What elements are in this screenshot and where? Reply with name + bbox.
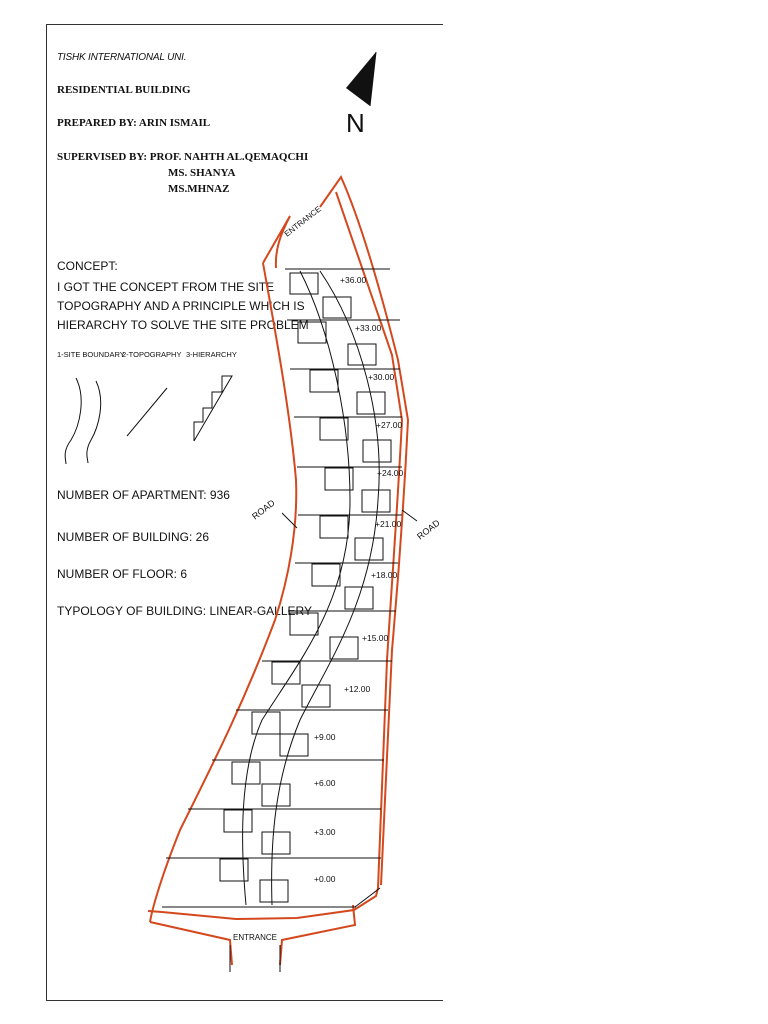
drawing-sheet xyxy=(46,24,443,1001)
entrance-top-label: ENTRANCE xyxy=(283,204,323,238)
site-boundary-symbol xyxy=(64,377,102,465)
level-labels: +36.00 +33.00 +30.00 +27.00 +24.00 +21.0… xyxy=(314,275,404,884)
site-boundary xyxy=(147,174,410,966)
road-marker-right xyxy=(401,509,418,522)
level-label: +6.00 xyxy=(314,778,336,788)
legend-hierarchy: 3-HIERARCHY xyxy=(186,350,237,359)
level-label: +0.00 xyxy=(314,874,336,884)
legend-topography: 2-TOPOGRAPHY xyxy=(122,350,182,359)
legend-site-boundary: 1-SITE BOUNDARY xyxy=(57,350,125,359)
road-left-label: ROAD xyxy=(250,497,277,521)
topography-curves xyxy=(242,270,380,906)
level-label: +12.00 xyxy=(344,684,371,694)
stat-buildings: NUMBER OF BUILDING: 26 xyxy=(57,530,210,544)
concept-heading: CONCEPT: xyxy=(57,259,118,273)
stat-floors: NUMBER OF FLOOR: 6 xyxy=(57,567,188,581)
north-label: N xyxy=(346,108,365,138)
level-label: +36.00 xyxy=(340,275,367,285)
level-label: +27.00 xyxy=(376,420,403,430)
university-name: TISHK INTERNATIONAL UNI. xyxy=(57,52,187,63)
entrance-markers xyxy=(229,887,381,972)
concept-line: TOPOGRAPHY AND A PRINCIPLE WHICH IS xyxy=(57,299,305,313)
prepared-by: PREPARED BY: ARIN ISMAIL xyxy=(57,117,211,129)
entrance-bottom-label: ENTRANCE xyxy=(233,933,277,942)
supervisor-3: MS.MHNAZ xyxy=(168,183,230,195)
supervised-by: SUPERVISED BY: PROF. NAHTH AL.QEMAQCHI xyxy=(57,151,309,163)
level-label: +24.00 xyxy=(377,468,404,478)
supervisor-2: MS. SHANYA xyxy=(168,167,236,179)
topography-symbol xyxy=(126,387,168,437)
level-label: +18.00 xyxy=(371,570,398,580)
road-marker-left xyxy=(281,512,298,529)
hierarchy-symbol xyxy=(193,375,233,442)
level-label: +21.00 xyxy=(375,519,402,529)
level-label: +3.00 xyxy=(314,827,336,837)
stat-apartments: NUMBER OF APARTMENT: 936 xyxy=(57,488,230,502)
level-label: +33.00 xyxy=(355,323,382,333)
stat-typology: TYPOLOGY OF BUILDING: LINEAR-GALLERY xyxy=(57,604,312,618)
level-label: +15.00 xyxy=(362,633,389,643)
project-title: RESIDENTIAL BUILDING xyxy=(57,84,191,96)
concept-line: I GOT THE CONCEPT FROM THE SITE xyxy=(57,280,275,294)
level-label: +30.00 xyxy=(368,372,395,382)
road-right-label: ROAD xyxy=(415,517,442,541)
concept-text: I GOT THE CONCEPT FROM THE SITE TOPOGRAP… xyxy=(57,278,309,335)
concept-line: HIERARCHY TO SOLVE THE SITE PROBLEM xyxy=(57,318,309,332)
north-arrow-icon: N xyxy=(346,51,377,138)
level-label: +9.00 xyxy=(314,732,336,742)
building-blocks xyxy=(219,272,392,903)
